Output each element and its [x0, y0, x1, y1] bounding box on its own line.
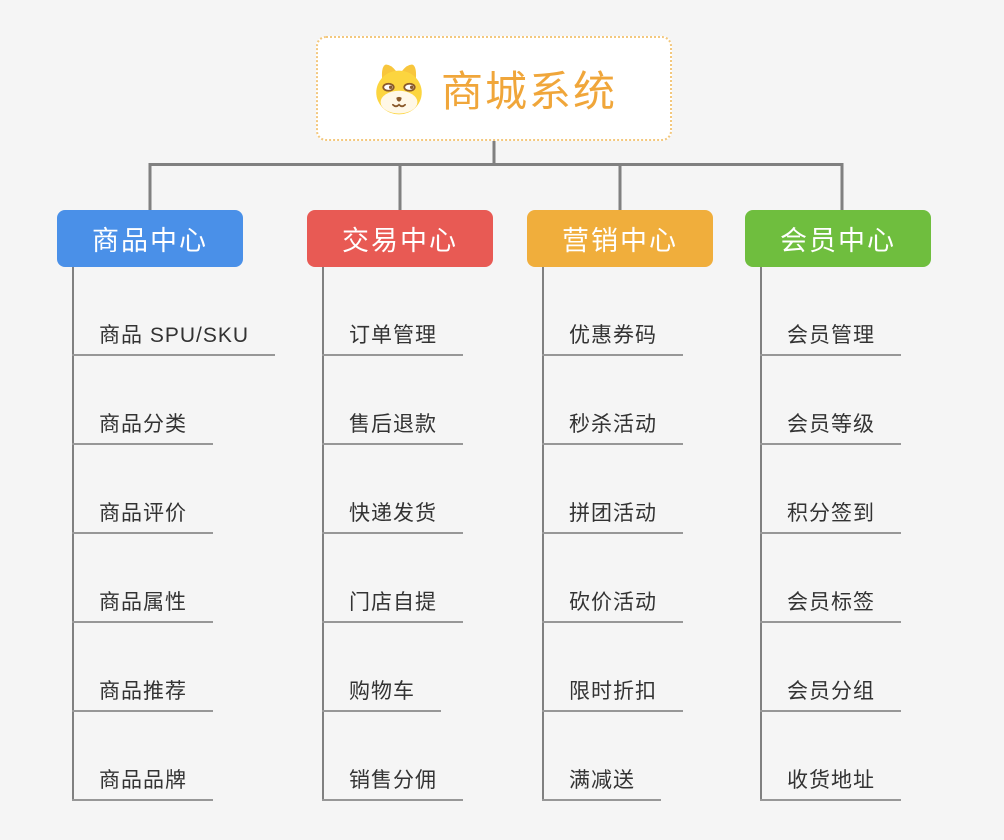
leaf-label: 积分签到	[787, 502, 875, 525]
branch-node-product-center[interactable]: 商品中心	[57, 210, 243, 267]
leaf-label: 拼团活动	[569, 502, 657, 525]
leaf-label: 售后退款	[349, 413, 437, 436]
leaf-item[interactable]: 售后退款	[322, 356, 463, 445]
leaf-item[interactable]: 商品分类	[72, 356, 213, 445]
leaf-item[interactable]: 会员标签	[760, 534, 901, 623]
branch-column-member-center: 会员中心 会员管理会员等级积分签到会员标签会员分组收货地址	[745, 210, 995, 801]
branch-column-product-center: 商品中心 商品 SPU/SKU 商品分类商品评价商品属性商品推荐商品品牌	[57, 210, 307, 801]
leaf-label: 会员管理	[787, 324, 875, 347]
leaf-item[interactable]: 收货地址	[760, 712, 901, 801]
branch-node-member-center[interactable]: 会员中心	[745, 210, 931, 267]
leaf-item[interactable]: 会员管理	[760, 267, 901, 356]
branch-trunk-line	[72, 267, 74, 801]
leaf-item[interactable]: 商品属性	[72, 534, 213, 623]
leaf-label: 商品品牌	[99, 769, 187, 792]
leaf-item[interactable]: 快递发货	[322, 445, 463, 534]
leaf-item[interactable]: 商品 SPU/SKU	[72, 267, 276, 356]
branch-trunk-line	[542, 267, 544, 801]
leaf-label: 会员标签	[787, 591, 875, 614]
leaf-item[interactable]: 砍价活动	[542, 534, 683, 623]
leaf-item[interactable]: 限时折扣	[542, 623, 683, 712]
leaf-label: 收货地址	[787, 769, 875, 792]
leaf-list: 商品 SPU/SKU 商品分类商品评价商品属性商品推荐商品品牌	[72, 267, 276, 801]
leaf-label: 商品分类	[99, 413, 187, 436]
leaf-label: 快递发货	[349, 502, 437, 525]
leaf-label: 满减送	[569, 769, 635, 792]
leaf-label: 商品属性	[99, 591, 187, 614]
leaf-item[interactable]: 商品评价	[72, 445, 213, 534]
root-node[interactable]: 商城系统	[316, 36, 672, 141]
leaf-item[interactable]: 门店自提	[322, 534, 463, 623]
leaf-label: 限时折扣	[569, 680, 657, 703]
branch-column-marketing-center: 营销中心 优惠券码秒杀活动拼团活动砍价活动限时折扣满减送	[527, 210, 777, 801]
leaf-item[interactable]: 积分签到	[760, 445, 901, 534]
branch-node-trade-center[interactable]: 交易中心	[307, 210, 493, 267]
leaf-label: 销售分佣	[349, 769, 437, 792]
leaf-item[interactable]: 优惠券码	[542, 267, 683, 356]
leaf-item[interactable]: 销售分佣	[322, 712, 463, 801]
branch-node-marketing-center[interactable]: 营销中心	[527, 210, 713, 267]
leaf-item[interactable]: 满减送	[542, 712, 661, 801]
branch-column-trade-center: 交易中心 订单管理售后退款快递发货门店自提购物车销售分佣	[307, 210, 557, 801]
leaf-label: 购物车	[349, 680, 415, 703]
leaf-label: 会员分组	[787, 680, 875, 703]
leaf-label: 商品 SPU/SKU	[99, 324, 250, 347]
leaf-list: 会员管理会员等级积分签到会员标签会员分组收货地址	[760, 267, 901, 801]
leaf-item[interactable]: 会员等级	[760, 356, 901, 445]
leaf-item[interactable]: 商品品牌	[72, 712, 213, 801]
leaf-item[interactable]: 会员分组	[760, 623, 901, 712]
branch-trunk-line	[760, 267, 762, 801]
leaf-item[interactable]: 秒杀活动	[542, 356, 683, 445]
leaf-label: 商品推荐	[99, 680, 187, 703]
leaf-label: 订单管理	[349, 324, 437, 347]
leaf-label: 优惠券码	[569, 324, 657, 347]
leaf-label: 会员等级	[787, 413, 875, 436]
root-title: 商城系统	[440, 68, 617, 115]
dog-face-icon	[371, 61, 427, 117]
leaf-item[interactable]: 购物车	[322, 623, 441, 712]
branch-trunk-line	[322, 267, 324, 801]
leaf-label: 秒杀活动	[569, 413, 657, 436]
leaf-label: 砍价活动	[569, 591, 657, 614]
leaf-label: 商品评价	[99, 502, 187, 525]
leaf-item[interactable]: 商品推荐	[72, 623, 213, 712]
leaf-list: 订单管理售后退款快递发货门店自提购物车销售分佣	[322, 267, 463, 801]
leaf-item[interactable]: 拼团活动	[542, 445, 683, 534]
leaf-item[interactable]: 订单管理	[322, 267, 463, 356]
leaf-list: 优惠券码秒杀活动拼团活动砍价活动限时折扣满减送	[542, 267, 683, 801]
leaf-label: 门店自提	[349, 591, 437, 614]
